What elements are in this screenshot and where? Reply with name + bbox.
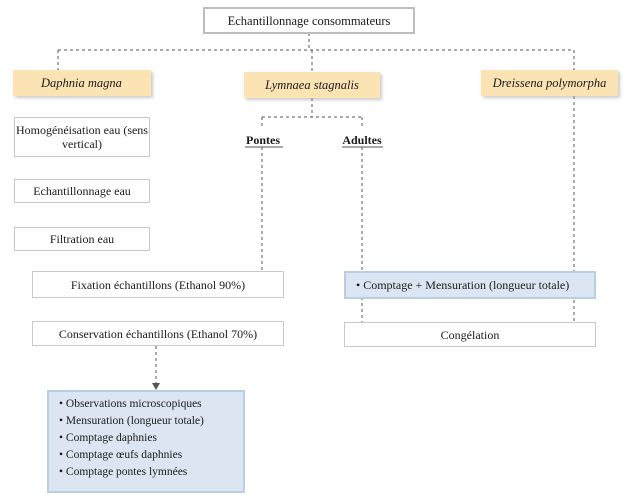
analysis-item: Mensuration (longueur totale) [59, 413, 243, 430]
adultes-label: Adultes [342, 133, 382, 147]
species-daphnia: Daphnia magna [13, 70, 151, 96]
step-homogeneisation: Homogénéisation eau (sens vertical) [14, 117, 150, 157]
analysis-item: Comptage daphnies [59, 430, 243, 447]
conservation-box: Conservation échantillons (Ethanol 70%) [32, 321, 284, 346]
comptage-mensuration-box: • Comptage + Mensuration (longueur total… [344, 271, 596, 299]
species-dreissena: Dreissena polymorpha [481, 70, 618, 96]
congelation-box: Congélation [344, 322, 596, 347]
species-dreissena-label: Dreissena polymorpha [492, 76, 607, 90]
root-label: Echantillonnage consommateurs [227, 13, 391, 28]
step-filtration: Filtration eau [14, 227, 150, 251]
analysis-item: Comptage pontes lymnées [59, 464, 243, 481]
analyses-box: Observations microscopiques Mensuration … [47, 390, 245, 493]
fixation-box: Fixation échantillons (Ethanol 90%) [32, 271, 284, 298]
fixation-label: Fixation échantillons (Ethanol 90%) [70, 277, 246, 292]
step-homogeneisation-label: Homogénéisation eau (sens vertical) [16, 123, 148, 151]
conservation-label: Conservation échantillons (Ethanol 70%) [58, 326, 258, 341]
analysis-item: Comptage œufs daphnies [59, 447, 243, 464]
root-box: Echantillonnage consommateurs [203, 7, 415, 34]
analyses-list: Observations microscopiques Mensuration … [59, 396, 243, 481]
congelation-label: Congélation [440, 327, 500, 342]
species-daphnia-label: Daphnia magna [41, 76, 122, 90]
step-echantillonnage-label: Echantillonnage eau [33, 184, 131, 198]
pontes-label: Pontes [246, 133, 280, 147]
species-lymnaea: Lymnaea stagnalis [244, 72, 380, 98]
comptage-mensuration-label: • Comptage + Mensuration (longueur total… [356, 278, 570, 292]
species-lymnaea-label: Lymnaea stagnalis [265, 78, 359, 92]
step-filtration-label: Filtration eau [49, 232, 115, 246]
step-echantillonnage: Echantillonnage eau [14, 179, 150, 203]
analysis-item: Observations microscopiques [59, 396, 243, 413]
